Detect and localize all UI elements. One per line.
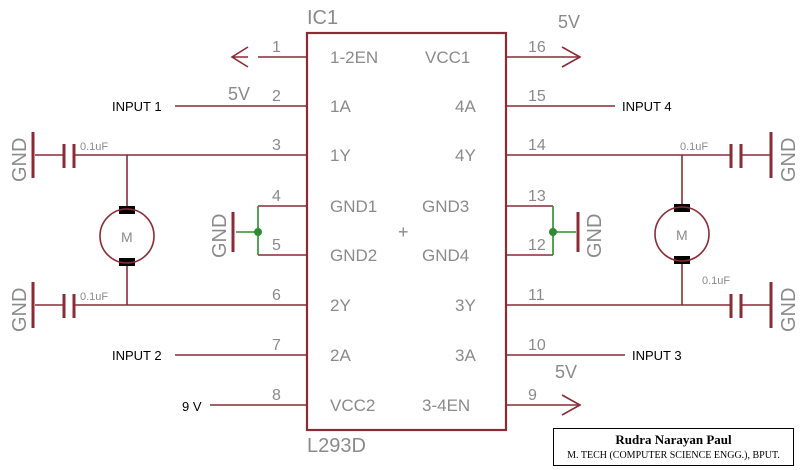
right-pin-12: 12 GND4 — [422, 237, 553, 265]
author-credit-box: Rudra Narayan Paul M. TECH (COMPUTER SCI… — [553, 428, 794, 466]
cap-value-label: 0.1uF — [80, 291, 108, 303]
input-2-label: INPUT 2 — [112, 348, 162, 363]
cap-value-label: 0.1uF — [702, 275, 730, 287]
pin-number: 3 — [272, 137, 281, 154]
gnd-label: GND — [584, 214, 606, 258]
pin-name: 4A — [455, 97, 476, 116]
author-name: Rudra Narayan Paul — [615, 432, 732, 447]
left-pin-3: 3 1Y — [75, 137, 351, 165]
arrow-right-icon — [561, 394, 582, 416]
pin-name: GND4 — [422, 246, 469, 265]
pin-name: VCC1 — [425, 48, 470, 67]
nine-volt-label: 9 V — [182, 399, 202, 414]
pin-name: GND2 — [330, 246, 377, 265]
junction-dot — [549, 228, 557, 236]
pin-number: 16 — [528, 39, 546, 56]
left-pin-4: 4 GND1 — [258, 188, 377, 216]
gnd-label: GND — [9, 138, 31, 182]
motor-left-terminal — [119, 206, 135, 214]
ic-body — [305, 31, 508, 432]
gnd-label: GND — [778, 288, 800, 332]
left-pin-8: 8 VCC2 — [210, 387, 375, 415]
right-pin-9: 9 3-4EN — [422, 387, 580, 415]
pin-number: 9 — [528, 387, 537, 404]
pin-number: 14 — [528, 137, 546, 154]
pin-name: 4Y — [455, 146, 476, 165]
right-pin-15: 15 4A — [455, 88, 615, 116]
pin-number: 4 — [272, 188, 281, 205]
pin-name: 2Y — [330, 296, 351, 315]
motor-right-terminal — [674, 204, 690, 212]
right-pin-16: 16 VCC1 — [425, 39, 580, 67]
right-pin-10: 10 3A — [455, 337, 625, 365]
left-pin-2: 2 1A — [175, 88, 351, 116]
cap-value-label: 0.1uF — [680, 141, 708, 153]
right-pin-14: 14 4Y — [455, 137, 730, 165]
pin-number: 11 — [528, 287, 545, 304]
gnd-label: GND — [778, 138, 800, 182]
ic-designator: IC1 — [307, 7, 338, 29]
gnd-label: GND — [209, 214, 231, 258]
supply-5v-label: 5V — [228, 84, 250, 104]
gnd-label: GND — [9, 288, 31, 332]
pin-name: 3-4EN — [422, 396, 470, 415]
pin-number: 15 — [528, 88, 546, 105]
supply-5v-label: 5V — [558, 12, 580, 32]
pin-number: 7 — [272, 337, 281, 354]
input-3-label: INPUT 3 — [632, 348, 682, 363]
motor-right-icon — [654, 206, 710, 262]
ic-center-mark: + — [398, 222, 409, 242]
pin-name: 1A — [330, 97, 351, 116]
pin-name: 1-2EN — [330, 48, 378, 67]
pin-name: 3A — [455, 346, 476, 365]
motor-left-terminal — [119, 258, 135, 266]
pin-name: GND3 — [422, 197, 469, 216]
input-1-label: INPUT 1 — [112, 99, 162, 114]
pin-name: 2A — [330, 346, 351, 365]
supply-5v-label: 5V — [555, 362, 577, 382]
arrow-left-icon — [230, 46, 249, 68]
left-pin-6: 6 2Y — [75, 287, 351, 315]
pin-number: 2 — [272, 88, 281, 105]
cap-value-label: 0.1uF — [80, 141, 108, 153]
motor-right-label: M — [676, 227, 688, 243]
input-4-label: INPUT 4 — [622, 99, 672, 114]
right-pin-11: 11 3Y — [455, 287, 730, 315]
arrow-right-icon — [561, 46, 582, 68]
pin-number: 13 — [528, 188, 546, 205]
left-pin-5: 5 GND2 — [258, 237, 377, 265]
pin-name: VCC2 — [330, 396, 375, 415]
pin-name: 1Y — [330, 146, 351, 165]
pin-number: 8 — [272, 387, 281, 404]
motor-right-terminal — [674, 256, 690, 264]
motor-left-icon — [99, 208, 155, 264]
pin-name: GND1 — [330, 197, 377, 216]
left-pin-1: 1 1-2EN — [258, 39, 378, 67]
junction-dot — [254, 228, 262, 236]
pin-number: 10 — [528, 337, 546, 354]
author-detail: M. TECH (COMPUTER SCIENCE ENGG.), BPUT. — [567, 450, 780, 461]
left-pin-7: 7 2A — [175, 337, 351, 365]
pin-number: 12 — [528, 237, 546, 254]
right-pin-13: 13 GND3 — [422, 188, 553, 216]
pin-number: 5 — [272, 237, 281, 254]
pin-number: 6 — [272, 287, 281, 304]
pin-name: 3Y — [455, 296, 476, 315]
ic-part-number: L293D — [307, 435, 366, 457]
motor-left-label: M — [121, 229, 133, 245]
pin-number: 1 — [272, 39, 281, 56]
